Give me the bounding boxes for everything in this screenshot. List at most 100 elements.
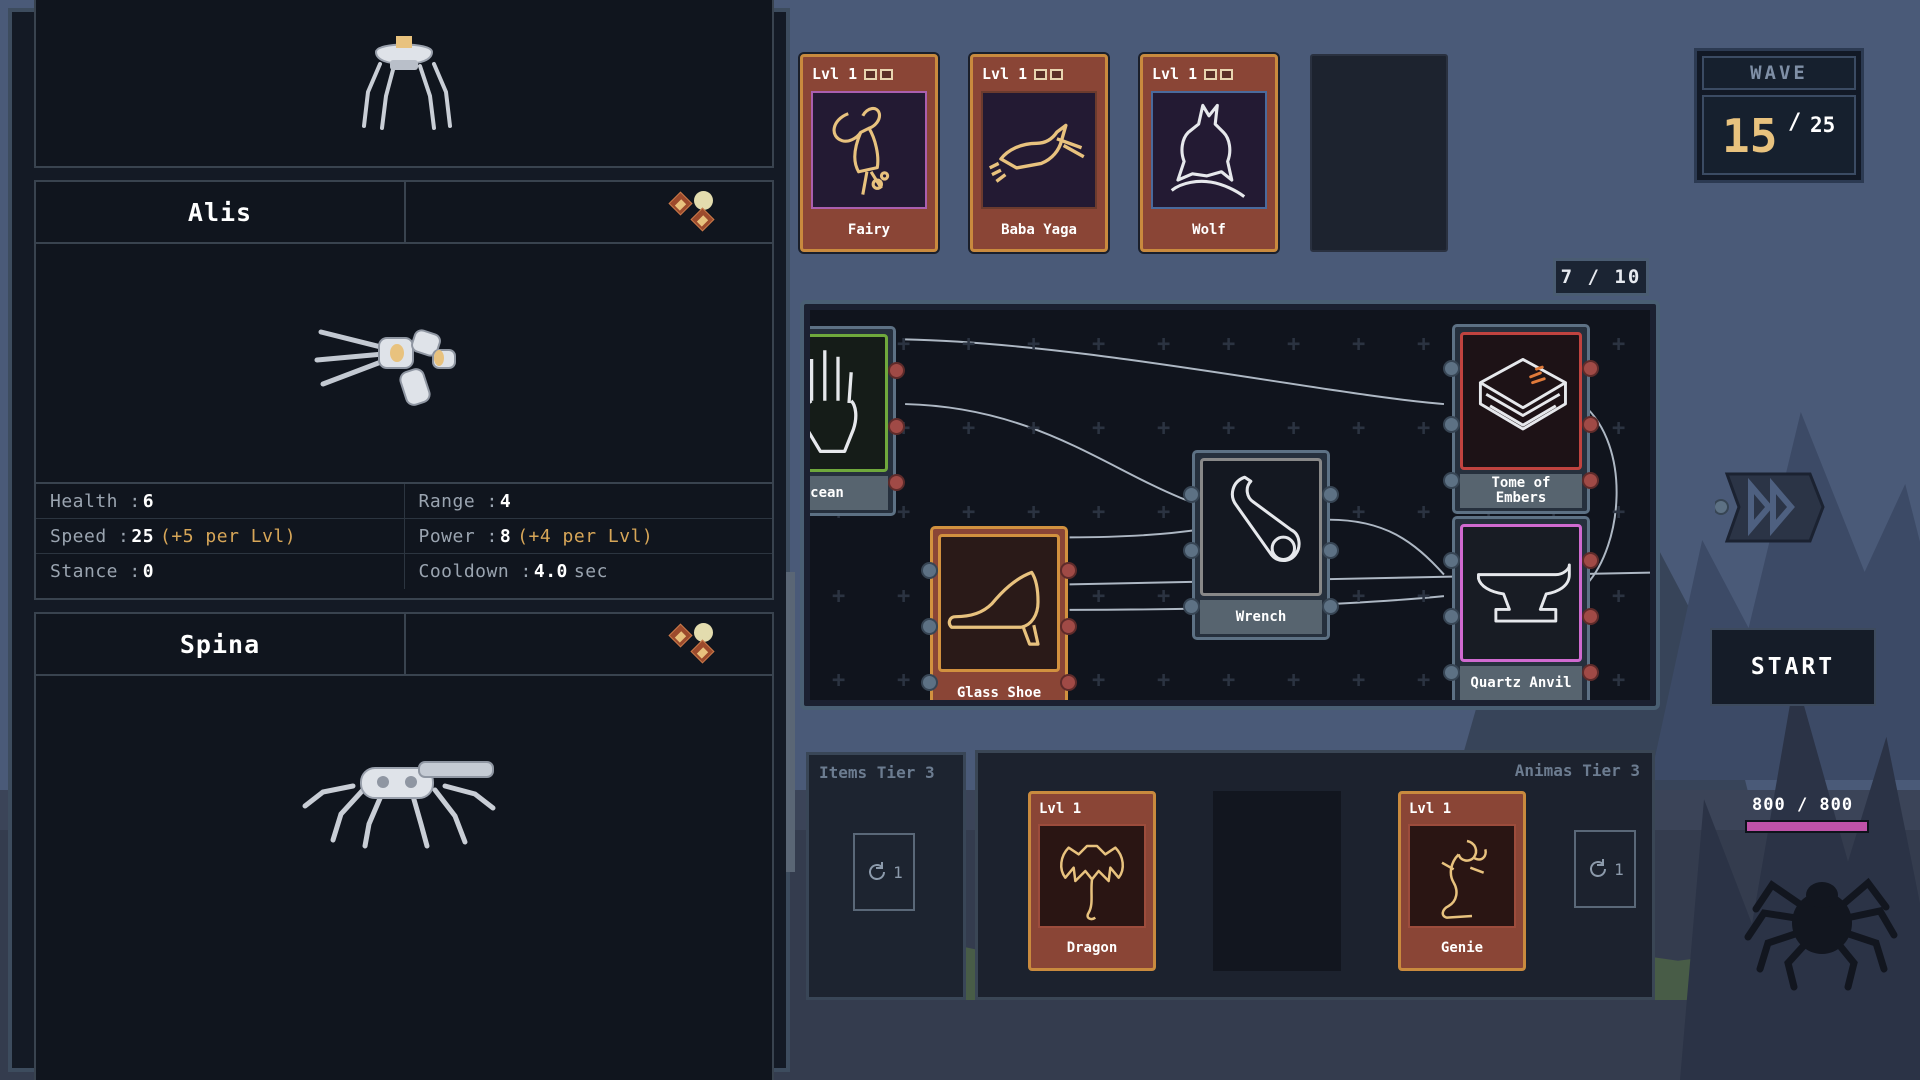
skill-node-port-right[interactable] xyxy=(1582,360,1599,377)
skill-node-port-right[interactable] xyxy=(1322,598,1339,615)
grid-plus-marker: + xyxy=(1417,332,1431,357)
anima-card-header: Lvl 1 xyxy=(1143,57,1275,91)
start-button[interactable]: START xyxy=(1710,628,1876,706)
anima-card[interactable]: Lvl 1 Fairy xyxy=(800,54,938,252)
wave-panel: WAVE 15 / 25 xyxy=(1694,48,1864,183)
skill-tree-node[interactable]: Quartz Anvil xyxy=(1452,516,1590,700)
shop-card-name: Genie xyxy=(1440,940,1484,956)
shop-card-header: Lvl 1 xyxy=(1031,794,1153,824)
items-tier-panel[interactable]: Items Tier 3 1 xyxy=(806,752,966,1000)
anima-card-pips xyxy=(864,68,894,80)
skill-node-port-right[interactable] xyxy=(1060,618,1077,635)
unit-stat-row: Speed : 25(+5 per Lvl)Power : 8(+4 per L… xyxy=(36,519,772,554)
skill-node-port-left[interactable] xyxy=(1443,552,1460,569)
wave-counter: 15 / 25 xyxy=(1702,95,1856,175)
skill-node-port-left[interactable] xyxy=(1443,664,1460,681)
wave-current-value: 15 xyxy=(1722,109,1778,163)
skill-node-port-right[interactable] xyxy=(1060,674,1077,691)
grid-plus-marker: + xyxy=(1352,416,1366,441)
skill-tree-node[interactable]: Glass Shoe xyxy=(930,526,1068,700)
shop-card[interactable]: Lvl 1 Dragon xyxy=(1028,791,1156,971)
skill-node-label-line2: Embers xyxy=(1495,490,1547,506)
unit-header: Spina xyxy=(36,614,772,676)
unit-list-scrollbar[interactable] xyxy=(786,572,795,872)
grid-plus-marker: + xyxy=(1417,500,1431,525)
skill-node-port-right[interactable] xyxy=(1322,542,1339,559)
skill-node-port-right[interactable] xyxy=(1582,608,1599,625)
skill-node-port-left[interactable] xyxy=(1183,542,1200,559)
skill-node-port-right[interactable] xyxy=(1582,416,1599,433)
affinity-fire-icon xyxy=(668,623,693,648)
items-reroll-button[interactable]: 1 xyxy=(853,833,915,911)
reroll-icon xyxy=(869,862,886,880)
animas-reroll-count: 1 xyxy=(1614,859,1624,879)
unit-stat-cell: Range : 4 xyxy=(405,484,773,518)
skill-node-port-right[interactable] xyxy=(888,474,905,491)
skill-node-port-right[interactable] xyxy=(1582,664,1599,681)
shop-card-slot-empty[interactable] xyxy=(1213,791,1341,971)
anima-card-name: Wolf xyxy=(1192,222,1226,238)
high-heel-icon xyxy=(938,534,1060,672)
grid-plus-marker: + xyxy=(897,668,911,693)
grid-plus-marker: + xyxy=(1287,668,1301,693)
skill-node-port-left[interactable] xyxy=(1183,486,1200,503)
anima-card[interactable]: Lvl 1 Baba Yaga xyxy=(970,54,1108,252)
base-hp-text: 800 / 800 xyxy=(1752,795,1854,815)
wrench-icon xyxy=(1200,458,1322,596)
skill-node-port-left[interactable] xyxy=(1443,472,1460,489)
shop-card[interactable]: Lvl 1 Genie xyxy=(1398,791,1526,971)
animas-reroll-button[interactable]: 1 xyxy=(1574,830,1636,908)
skill-tree-canvas[interactable]: ++++++++++++++++++++++++++++++++++++++++… xyxy=(810,310,1650,700)
skill-node-port-right[interactable] xyxy=(888,418,905,435)
unit-stat-cell: Health : 6 xyxy=(36,484,405,518)
skill-node-label: Quartz Anvil xyxy=(1470,674,1572,691)
skill-node-port-right[interactable] xyxy=(1582,552,1599,569)
skill-tree-node[interactable]: cean xyxy=(810,326,896,516)
stat-value: 0 xyxy=(142,561,155,582)
grid-plus-marker: + xyxy=(1612,416,1626,441)
base-hp-fill xyxy=(1747,822,1867,831)
alis-icon xyxy=(36,244,772,482)
unit-header: Alis xyxy=(36,182,772,244)
skill-node-label: cean xyxy=(810,484,844,501)
unit-stat-cell: Stance : 0 xyxy=(36,554,405,589)
grid-plus-marker: + xyxy=(962,332,976,357)
skill-node-port-right[interactable] xyxy=(1322,486,1339,503)
grid-plus-marker: + xyxy=(832,668,846,693)
anvil-icon xyxy=(1460,524,1582,662)
skill-tree-node[interactable]: Wrench xyxy=(1192,450,1330,640)
skill-node-port-left[interactable] xyxy=(1443,608,1460,625)
anima-card-slot-empty[interactable] xyxy=(1310,54,1448,252)
grid-plus-marker: + xyxy=(1612,584,1626,609)
shop-panel[interactable]: Animas Tier 3 Lvl 1 Dragon Lvl 1 Genie xyxy=(975,750,1655,1000)
skill-tree-node[interactable]: Tome of Embers xyxy=(1452,324,1590,514)
skill-node-port-left[interactable] xyxy=(921,562,938,579)
stat-label: Range : xyxy=(418,490,498,512)
wave-title: WAVE xyxy=(1702,56,1856,90)
skill-node-port-left[interactable] xyxy=(921,618,938,635)
fairy-icon xyxy=(811,91,927,209)
animas-tier-panel[interactable]: 1 xyxy=(1540,752,1670,1000)
unit-card[interactable]: Spina xyxy=(34,612,774,1080)
skill-tree-panel[interactable]: ++++++++++++++++++++++++++++++++++++++++… xyxy=(800,300,1660,710)
unit-name: Alis xyxy=(36,182,406,242)
affinity-light-icon xyxy=(694,191,713,210)
skill-node-port-left[interactable] xyxy=(921,674,938,691)
anima-card-pips xyxy=(1204,68,1234,80)
unit-affinity xyxy=(406,182,772,242)
skill-node-port-left[interactable] xyxy=(1443,360,1460,377)
skill-node-port-right[interactable] xyxy=(888,362,905,379)
skill-node-port-left[interactable] xyxy=(1443,416,1460,433)
unit-affinity xyxy=(406,614,772,674)
stat-label: Power : xyxy=(418,525,498,547)
items-tier-label: Items Tier 3 xyxy=(819,763,935,782)
anima-card[interactable]: Lvl 1 Wolf xyxy=(1140,54,1278,252)
anima-card-pips xyxy=(1034,68,1064,80)
skill-node-port-left[interactable] xyxy=(1183,598,1200,615)
base-gate-icon xyxy=(1713,460,1825,555)
skill-node-port-right[interactable] xyxy=(1582,472,1599,489)
skill-node-port-right[interactable] xyxy=(1060,562,1077,579)
